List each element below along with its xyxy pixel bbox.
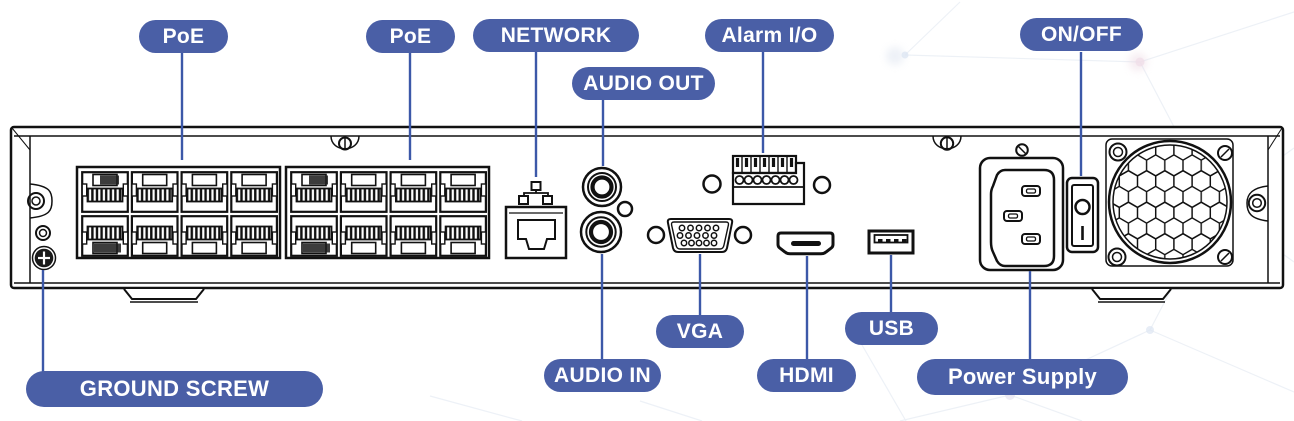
label-audio-in-text: AUDIO IN	[554, 363, 651, 387]
label-usb: USB	[845, 312, 938, 345]
power-inlet	[978, 156, 1065, 272]
hdmi-port	[776, 231, 835, 256]
label-usb-text: USB	[868, 316, 915, 340]
label-ground-screw: GROUND SCREW	[26, 371, 323, 407]
label-power-supply-text: Power Supply	[947, 364, 1098, 389]
label-power-supply: Power Supply	[917, 359, 1128, 395]
fan-grille	[1105, 138, 1234, 267]
label-poe-2: PoE	[366, 20, 455, 53]
label-alarm-io: Alarm I/O	[705, 19, 834, 52]
audio-out-rca	[581, 166, 623, 208]
label-ground-screw-text: GROUND SCREW	[79, 376, 270, 401]
label-poe-1-text: PoE	[162, 24, 205, 48]
label-poe-2-text: PoE	[389, 24, 432, 48]
network-icon	[518, 181, 553, 205]
audio-in-rca	[579, 200, 634, 254]
usb-port	[867, 229, 915, 255]
vga-port	[646, 218, 753, 253]
label-on-off-text: ON/OFF	[1040, 22, 1123, 46]
label-hdmi: HDMI	[757, 359, 856, 392]
poe-port-block-2	[284, 165, 491, 260]
label-audio-out: AUDIO OUT	[572, 67, 715, 100]
chassis-feet	[123, 288, 1172, 303]
alarm-io-terminal	[702, 154, 832, 206]
ground-screw	[27, 183, 57, 271]
label-hdmi-text: HDMI	[779, 363, 834, 387]
label-poe-1: PoE	[139, 20, 228, 53]
network-port	[504, 205, 568, 260]
label-alarm-io-text: Alarm I/O	[721, 23, 818, 47]
label-on-off: ON/OFF	[1020, 18, 1143, 51]
label-audio-in: AUDIO IN	[544, 359, 661, 392]
label-network: NETWORK	[473, 19, 639, 52]
poe-port-block-1	[75, 165, 282, 260]
label-network-text: NETWORK	[500, 23, 612, 47]
label-vga: VGA	[656, 315, 744, 348]
label-vga-text: VGA	[676, 319, 724, 343]
right-mounting-ear	[1246, 185, 1269, 222]
power-switch	[1065, 176, 1100, 254]
label-audio-out-text: AUDIO OUT	[583, 71, 704, 95]
